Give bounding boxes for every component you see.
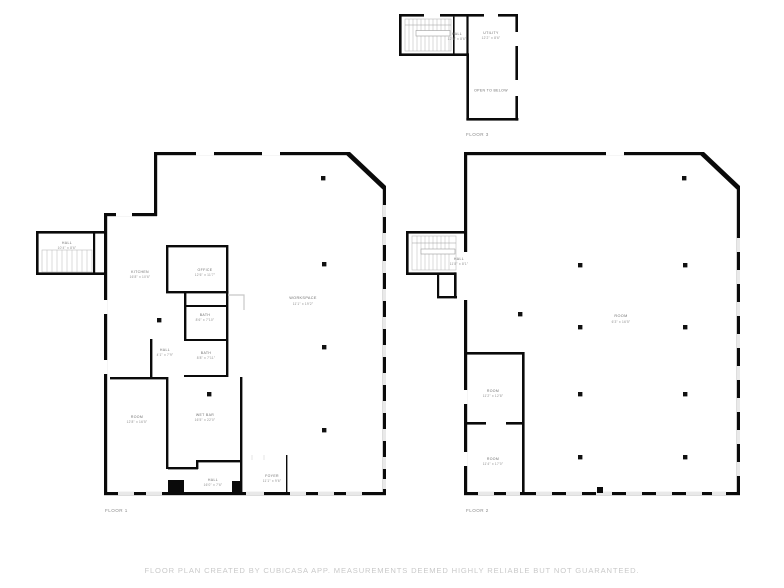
floor-2-columns	[518, 176, 688, 460]
floor-2-bottom-windows	[478, 491, 726, 496]
floor-2-top-windows	[606, 151, 624, 156]
floor-2-caption: FLOOR 2	[466, 508, 489, 513]
floor-1-interior-walls	[110, 245, 288, 495]
floor-1-bottom-windows	[118, 491, 362, 496]
floor-1-top-windows	[196, 151, 280, 156]
floor-1-door-detail	[228, 294, 245, 310]
floor-3-walls	[399, 14, 519, 121]
floor-1-left-openings	[103, 212, 132, 374]
floor-1-plan	[36, 151, 386, 496]
floor-1-staircase	[41, 249, 93, 273]
floor-1-fixtures	[251, 455, 265, 460]
floor-2-staircase	[411, 235, 457, 271]
floor-3-caption: FLOOR 3	[466, 132, 489, 137]
floor-3-windows	[424, 13, 519, 96]
floor-2-door-openings	[463, 390, 506, 466]
floor-1-caption: FLOOR 1	[105, 508, 128, 513]
floor-1-exterior-walls	[36, 152, 386, 496]
floor-1-right-windows	[382, 205, 386, 489]
floor-2-plan	[406, 151, 740, 496]
floor-2-right-windows	[736, 238, 740, 476]
floor-3-plan	[399, 13, 519, 121]
floor-1-columns	[157, 176, 327, 433]
floor-2-door-blocks	[597, 487, 603, 493]
floor-3-staircase	[404, 18, 452, 52]
footer-disclaimer: FLOOR PLAN CREATED BY CUBICASA APP. MEAS…	[144, 566, 640, 575]
floor-3-interior-walls	[453, 14, 469, 56]
floor-2-exterior-walls	[406, 152, 740, 496]
floor-1-door-blocks	[168, 480, 242, 493]
